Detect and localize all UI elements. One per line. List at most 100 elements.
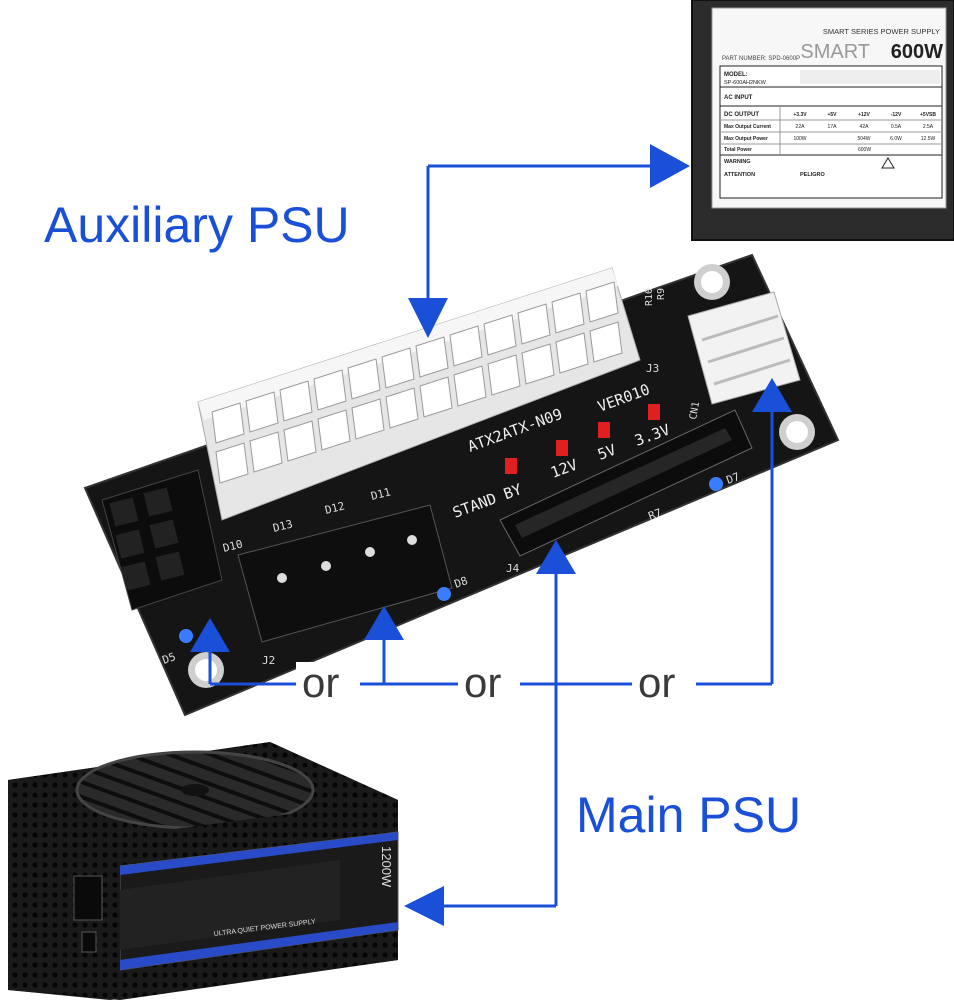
sticker-peligro: PELIGRO: [800, 172, 825, 178]
sticker-dc-output: DC OUTPUT: [724, 112, 759, 118]
ref-d13: D13: [272, 517, 294, 534]
sticker-warning: WARNING: [724, 159, 751, 165]
sticker-cell: 2.5A: [923, 124, 934, 130]
arrowhead-left-main: [404, 886, 444, 926]
sata-connector: [499, 409, 753, 557]
mounting-hole-inner: [701, 271, 723, 293]
led-3v3: [648, 404, 660, 420]
connector-pin-slot: [347, 358, 381, 400]
arrowhead-up-4pin: [752, 378, 792, 412]
ref-r7: R7: [647, 506, 664, 523]
sticker-cell: 100W: [793, 136, 806, 142]
ref-cn1: CN1: [688, 401, 702, 421]
connector-pin-slot: [419, 376, 453, 418]
connector-pin-slot: [313, 369, 347, 411]
sticker-cell: 17A: [828, 124, 838, 130]
connector-pin-slot: [211, 402, 245, 444]
connector-pin-slot: [279, 380, 313, 422]
main-psu-wattage: 1200W: [379, 846, 394, 888]
or-label-2: or: [458, 662, 508, 704]
connector-pin-slot: [415, 336, 449, 378]
ref-d8: D8: [453, 574, 470, 591]
connector-pin-slot: [215, 442, 249, 484]
connection-arrows: [208, 164, 774, 908]
connector-pin-slot: [385, 387, 419, 429]
sticker-wattage: 600W: [891, 41, 943, 63]
sticker-cell: 22A: [796, 124, 806, 130]
connector-pin-slot: [449, 325, 483, 367]
atx-24pin-connector: [197, 267, 641, 521]
ref-j4: J4: [506, 562, 520, 575]
connector-pin-slot: [317, 409, 351, 451]
mounting-hole-inner: [786, 421, 808, 443]
arrowhead-up-sata: [536, 540, 576, 574]
connector-pin-slot: [487, 354, 521, 396]
auxiliary-psu-label: Auxiliary PSU: [44, 197, 350, 253]
connector-pin-grid: [211, 281, 623, 484]
arrowhead-down-24pin: [408, 298, 448, 338]
psu-spec-sticker: SMART SERIES POWER SUPPLY PART NUMBER: S…: [711, 7, 947, 209]
sticker-series: SMART SERIES POWER SUPPLY: [823, 27, 940, 36]
sticker-cell: +12V: [858, 112, 870, 118]
connector-pin-slot: [589, 321, 623, 363]
sticker-cell: -12V: [891, 112, 902, 118]
sticker-cell: 0.5A: [891, 124, 902, 130]
or-label-1: or: [296, 662, 346, 704]
sticker-cell: 504W: [857, 136, 870, 142]
ref-r9: R9: [656, 288, 667, 300]
small-4pin-connector: [687, 291, 801, 405]
sticker-cell: +5V: [827, 112, 837, 118]
main-psu: ULTRA QUIET POWER SUPPLY 1200W: [8, 742, 399, 1000]
ref-d11: D11: [370, 485, 392, 502]
sticker-cell: 6.0W: [890, 136, 902, 142]
connector-pin-slot: [521, 343, 555, 385]
power-switch-icon: [81, 931, 97, 953]
label-5v: 5V: [595, 441, 618, 464]
auxiliary-psu: SMART SERIES POWER SUPPLY PART NUMBER: S…: [691, 0, 954, 241]
connector-pin-slot: [555, 332, 589, 374]
sticker-model-label: MODEL:: [724, 72, 748, 78]
ref-d10: D10: [222, 537, 244, 554]
arrowhead-up-pcie: [190, 618, 230, 652]
molex-connector: [237, 504, 453, 643]
arrow-heads: [190, 144, 792, 926]
sticker-cell: 12.5W: [921, 136, 936, 142]
ref-d7: D7: [725, 470, 742, 487]
connector-pin-slot: [483, 314, 517, 356]
main-psu-label: Main PSU: [576, 787, 802, 843]
certification-logos: [800, 70, 940, 84]
warning-triangle-icon: [881, 157, 895, 169]
ref-j2: J2: [262, 654, 275, 667]
connector-pin-slot: [453, 365, 487, 407]
connector-pin-slot: [283, 420, 317, 462]
pcie-6pin-connector: [101, 469, 223, 611]
sticker-attention: ATTENTION: [724, 172, 755, 178]
connector-pin-slot: [245, 391, 279, 433]
mounting-hole-inner: [195, 659, 217, 681]
sticker-model-value: SP-600AH2NKW: [724, 80, 767, 86]
sticker-part-number: PART NUMBER: SPD-0600P: [722, 56, 800, 62]
ref-d12: D12: [324, 499, 346, 516]
connector-pin-slot: [351, 398, 385, 440]
led-blue: [709, 477, 723, 491]
sticker-total-power: 600W: [858, 147, 871, 153]
sticker-cell: +5VSB: [920, 112, 936, 118]
sticker-rail-table: +3.3V +5V +12V -12V +5VSB 22A 17A 42A 0.5A 2.5A 10…: [793, 112, 936, 142]
sticker-ac-input: AC INPUT: [724, 95, 753, 101]
led-blue: [437, 587, 451, 601]
adapter-board: ATX2ATX-N09 VER010 STAND BY 12V 5V 3.3V …: [83, 253, 840, 717]
sticker-max-power-label: Max Output Power: [724, 136, 768, 142]
led-blue: [179, 629, 193, 643]
ref-j3: J3: [646, 362, 659, 375]
ref-d5: D5: [161, 650, 178, 667]
connector-pin-slot: [249, 431, 283, 473]
led-5v: [598, 422, 610, 438]
led-12v: [556, 440, 568, 456]
led-standby: [505, 458, 517, 474]
connector-pin-slot: [551, 292, 585, 334]
sticker-cell: +3.3V: [793, 112, 807, 118]
sticker-cell: 42A: [860, 124, 870, 130]
sticker-total-power-label: Total Power: [724, 147, 752, 153]
or-label-3: or: [632, 662, 682, 704]
